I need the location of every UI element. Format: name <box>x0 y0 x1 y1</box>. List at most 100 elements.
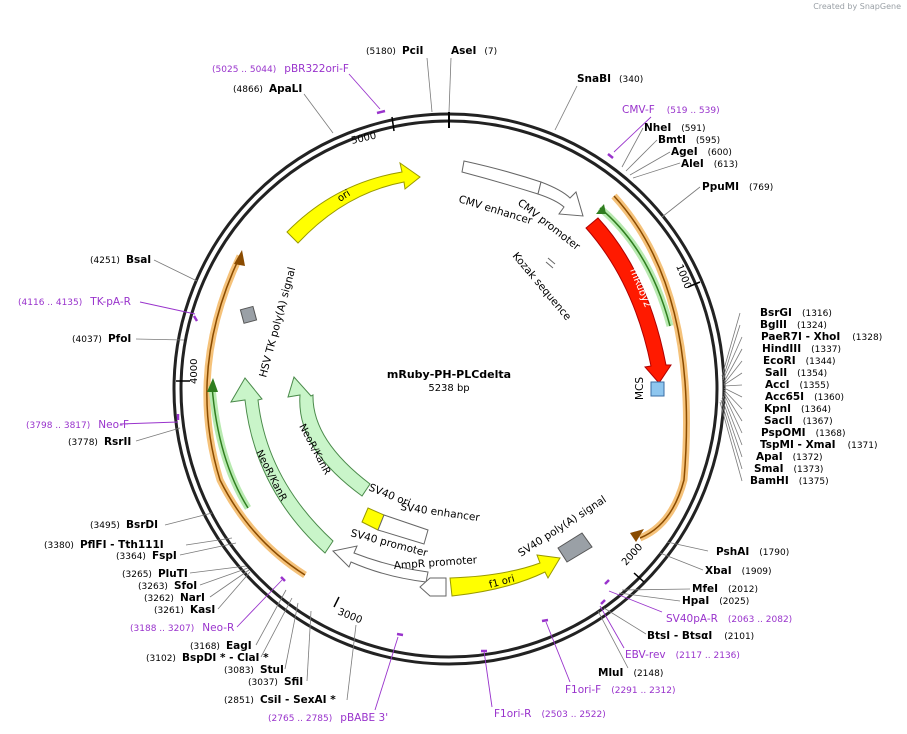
site-paer7i-xhoi[interactable]: PaeR7I - XhoI(1328) <box>761 331 882 343</box>
primer-sv40pa-r[interactable]: SV40pA-R(2063 .. 2082) <box>666 613 792 625</box>
ampr-promoter-label: AmpR promoter <box>393 554 478 572</box>
svg-text:BamHI(1375): BamHI(1375) <box>750 475 829 487</box>
primer-pbabe-3[interactable]: (2765 .. 2785)pBABE 3' <box>268 712 388 724</box>
site-kpni[interactable]: KpnI(1364) <box>764 403 831 415</box>
primer-pbr322ori-f[interactable]: (5025 .. 5044)pBR322ori-F <box>212 63 349 75</box>
site-bsrdi[interactable]: (3495)BsrDI <box>90 519 158 531</box>
left-green-band[interactable] <box>208 385 251 510</box>
site-kasi[interactable]: (3261)KasI <box>154 604 215 616</box>
sv40-enhancer-box[interactable] <box>377 514 429 545</box>
primer-marks <box>176 109 614 653</box>
site-apai[interactable]: ApaI(1372) <box>756 451 823 463</box>
site-stui[interactable]: (3083)StuI <box>224 664 284 676</box>
cmv-promoter-arrow[interactable] <box>537 181 584 217</box>
tick-mark-3000 <box>333 596 340 608</box>
site-bsrgi[interactable]: BsrGI(1316) <box>760 307 832 319</box>
svg-text:ApaI(1372): ApaI(1372) <box>756 451 823 463</box>
site-fspi[interactable]: (3364)FspI <box>116 550 177 562</box>
site-bmti[interactable]: BmtI(595) <box>658 134 720 146</box>
site-bsai[interactable]: (4251)BsaI <box>90 254 151 266</box>
tick-mark-5000 <box>391 116 395 132</box>
svg-text:(3102)BspDI * - ClaI *: (3102)BspDI * - ClaI * <box>146 652 269 664</box>
svg-text:AleI(613): AleI(613) <box>681 158 738 170</box>
site-acci[interactable]: AccI(1355) <box>765 379 829 391</box>
cmv-enhancer-arrow[interactable] <box>461 160 542 195</box>
primer-f1ori-r[interactable]: F1ori-R(2503 .. 2522) <box>494 708 606 720</box>
site-sali[interactable]: SalI(1354) <box>765 367 827 379</box>
svg-text:MluI(2148): MluI(2148) <box>598 667 663 679</box>
tick-label-4000: 4000 <box>189 359 200 384</box>
site-acc65i[interactable]: Acc65I(1360) <box>765 391 844 403</box>
site-pluti[interactable]: (3265)PluTI <box>122 568 188 580</box>
site-xbai[interactable]: XbaI(1909) <box>705 565 772 577</box>
hsv-tk-box[interactable] <box>239 305 258 324</box>
site-btsi-btsai[interactable]: BtsI - BtsαI(2101) <box>647 630 754 642</box>
svg-text:(3798 .. 3817)Neo-F: (3798 .. 3817)Neo-F <box>26 419 129 431</box>
svg-text:F1ori-R(2503 .. 2522): F1ori-R(2503 .. 2522) <box>494 708 606 720</box>
site-hpai[interactable]: HpaI(2025) <box>682 595 749 607</box>
site-sacii[interactable]: SacII(1367) <box>764 415 833 427</box>
site-bspdi-clai[interactable]: (3102)BspDI * - ClaI * <box>146 652 269 664</box>
svg-text:HindIII(1337): HindIII(1337) <box>762 343 841 355</box>
site-ecori[interactable]: EcoRI(1344) <box>763 355 836 367</box>
site-smai[interactable]: SmaI(1373) <box>754 463 823 475</box>
site-bglii[interactable]: BglII(1324) <box>760 319 827 331</box>
site-hindiii[interactable]: HindIII(1337) <box>762 343 841 355</box>
site-rsrii[interactable]: (3778)RsrII <box>68 436 131 448</box>
site-pspomi[interactable]: PspOMI(1368) <box>761 427 846 439</box>
site-apali[interactable]: (4866)ApaLI <box>233 83 302 95</box>
sv40-enhancer-label: SV40 enhancer <box>400 501 482 524</box>
svg-text:(2851)CsiI - SexAI *: (2851)CsiI - SexAI * <box>224 694 336 706</box>
left-green-arrowhead <box>207 378 218 392</box>
site-asei[interactable]: AseI(7) <box>451 45 497 57</box>
site-alei[interactable]: AleI(613) <box>681 158 738 170</box>
primer-ebv-rev[interactable]: EBV-rev(2117 .. 2136) <box>625 649 740 661</box>
svg-text:(3380)PflFI - Tth111I: (3380)PflFI - Tth111I <box>44 539 164 551</box>
svg-text:(2765 .. 2785)pBABE 3': (2765 .. 2785)pBABE 3' <box>268 712 388 724</box>
primer-f1ori-f[interactable]: F1ori-F(2291 .. 2312) <box>565 684 676 696</box>
svg-text:XbaI(1909): XbaI(1909) <box>705 565 772 577</box>
site-csii-sexai[interactable]: (2851)CsiI - SexAI * <box>224 694 336 706</box>
site-nhei[interactable]: NheI(591) <box>644 122 706 134</box>
sv40-polya-box[interactable] <box>557 532 593 563</box>
site-eagi[interactable]: (3168)EagI <box>190 640 252 652</box>
f1-ori-arrow[interactable] <box>449 554 561 597</box>
svg-text:SalI(1354): SalI(1354) <box>765 367 827 379</box>
site-snabi[interactable]: SnaBI(340) <box>577 73 643 85</box>
site-tspmi-xmai[interactable]: TspMI - XmaI(1371) <box>760 439 878 451</box>
site-nari[interactable]: (3262)NarI <box>144 592 205 604</box>
site-mlui[interactable]: MluI(2148) <box>598 667 663 679</box>
site-pcii[interactable]: (5180)PciI <box>366 45 423 57</box>
primer-cmv-f[interactable]: CMV-F(519 .. 539) <box>622 104 720 116</box>
ori-arrow[interactable] <box>286 161 421 244</box>
mcs-box[interactable] <box>650 381 665 397</box>
site-pflfi-tth111i[interactable]: (3380)PflFI - Tth111I <box>44 539 164 551</box>
svg-text:(5180)PciI: (5180)PciI <box>366 45 423 57</box>
neo-outer-arrow[interactable] <box>230 377 334 554</box>
mcs-label: MCS <box>634 377 646 400</box>
primer-neo-f[interactable]: (3798 .. 3817)Neo-F <box>26 419 129 431</box>
site-bamhi[interactable]: BamHI(1375) <box>750 475 829 487</box>
ampr-promoter-arrow[interactable] <box>419 577 447 597</box>
primer-neo-r[interactable]: (3188 .. 3207)Neo-R <box>130 622 234 634</box>
primer-leaders <box>119 73 663 711</box>
svg-text:NheI(591): NheI(591) <box>644 122 706 134</box>
site-ppumi[interactable]: PpuMI(769) <box>702 181 773 193</box>
site-mfei[interactable]: MfeI(2012) <box>692 583 758 595</box>
neo-inner-arrow[interactable] <box>287 376 371 497</box>
mruby2-arrow[interactable] <box>585 217 672 384</box>
site-agei[interactable]: AgeI(600) <box>671 146 732 158</box>
kozak-mark-b <box>545 261 554 269</box>
svg-text:PpuMI(769): PpuMI(769) <box>702 181 773 193</box>
primer-tk-pa-r[interactable]: (4116 .. 4135)TK-pA-R <box>18 296 131 308</box>
tick-label-1000: 1000 <box>673 263 693 291</box>
svg-text:BsrGI(1316): BsrGI(1316) <box>760 307 832 319</box>
site-sfoi[interactable]: (3263)SfoI <box>138 580 197 592</box>
svg-text:(5025 .. 5044)pBR322ori-F: (5025 .. 5044)pBR322ori-F <box>212 63 349 75</box>
site-pshai[interactable]: PshAI(1790) <box>716 546 789 558</box>
kozak-mark-a <box>547 257 556 265</box>
sv40-promoter-arrow[interactable] <box>331 545 429 583</box>
svg-text:(4116 .. 4135)TK-pA-R: (4116 .. 4135)TK-pA-R <box>18 296 131 308</box>
site-pfoi[interactable]: (4037)PfoI <box>72 333 131 345</box>
site-sfii[interactable]: (3037)SfiI <box>248 676 303 688</box>
